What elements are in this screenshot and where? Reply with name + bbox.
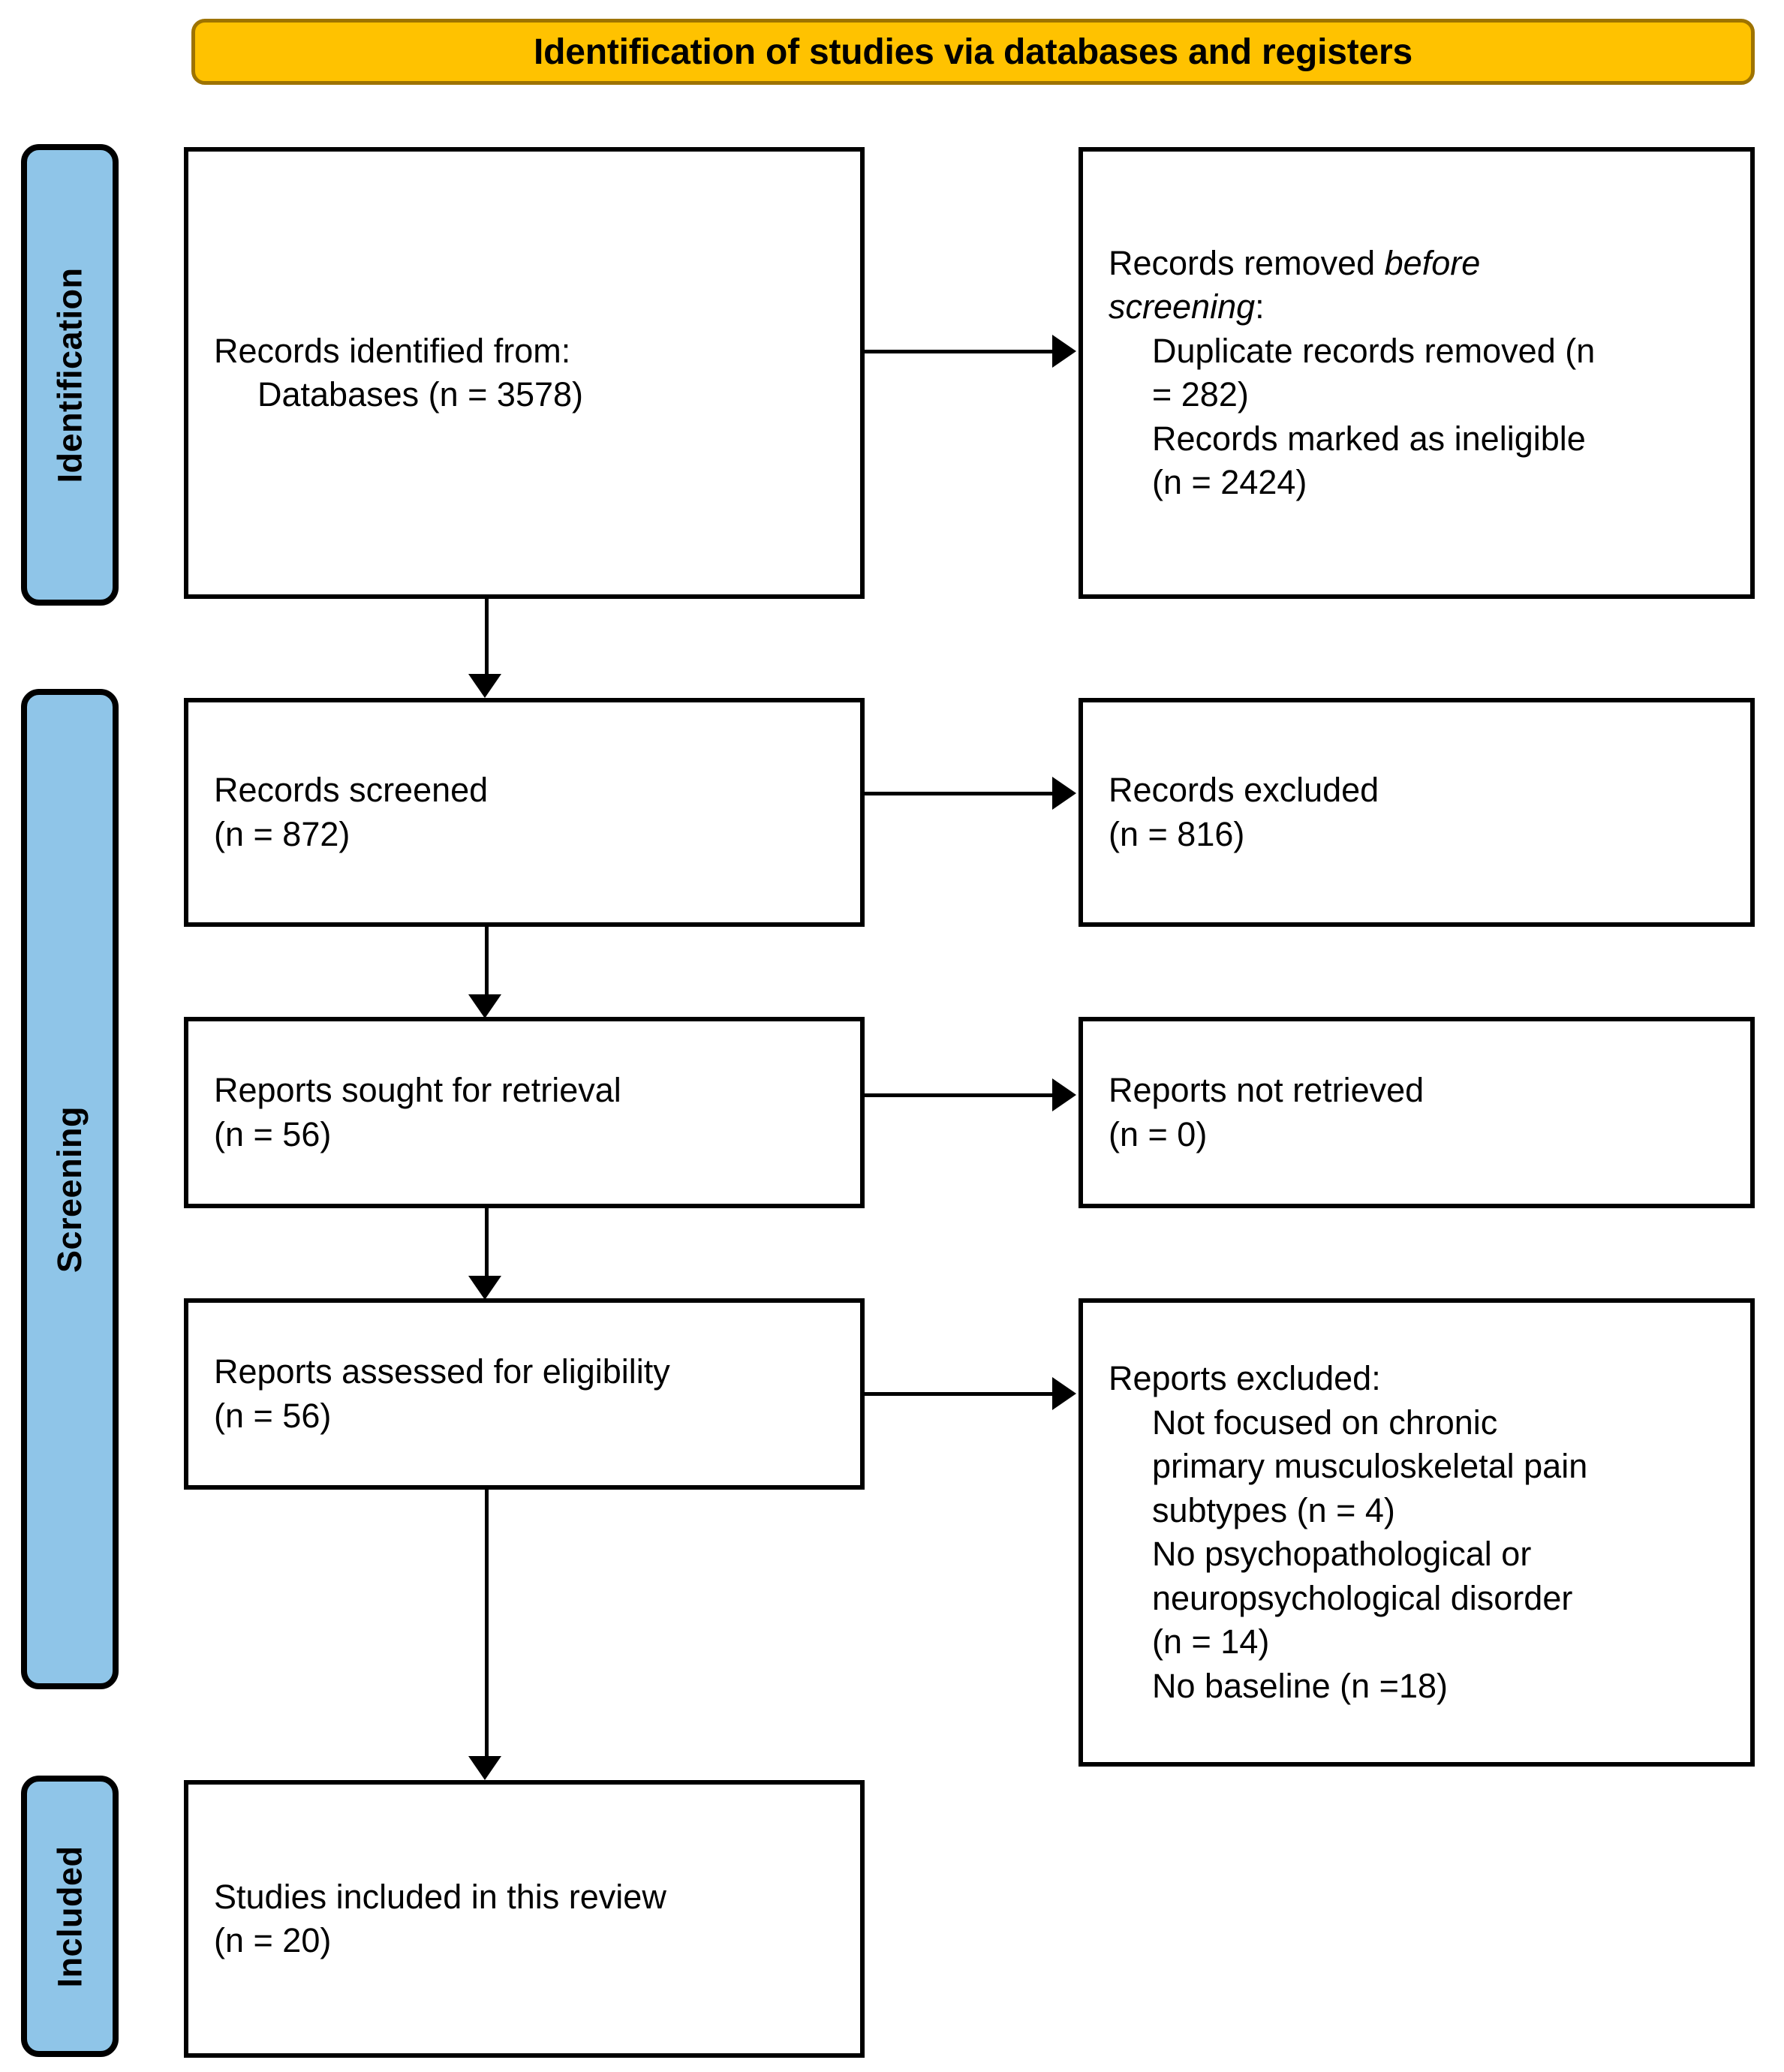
box-reports-sought: Reports sought for retrieval (n = 56) [184,1017,865,1208]
box-line: Studies included in this review [214,1877,666,1916]
box-line: No psychopathological or [1152,1535,1532,1573]
connector-assessed-to-included [485,1490,489,1764]
stage-bar-screening: Screening [21,689,119,1689]
connector-sought-to-not-retrieved [865,1093,1052,1097]
diagram-banner: Identification of studies via databases … [191,19,1755,85]
box-line-italic: screening [1109,287,1256,326]
box-reports-excluded: Reports excluded: Not focused on chronic… [1079,1298,1755,1767]
box-line: Reports sought for retrieval [214,1071,621,1109]
box-line: No baseline (n =18) [1152,1666,1448,1705]
box-line: (n = 56) [214,1396,332,1435]
box-line: (n = 872) [214,814,350,853]
box-line: Records identified from: [214,331,571,370]
box-line: (n = 20) [214,1921,332,1959]
banner-title: Identification of studies via databases … [533,32,1413,72]
connector-sought-to-assessed [485,1208,489,1283]
box-reports-assessed: Reports assessed for eligibility (n = 56… [184,1298,865,1490]
box-line: Records screened [214,771,489,809]
stage-label-included: Included [50,1845,89,1988]
box-line: Records removed before [1109,242,1732,286]
stage-bar-included: Included [21,1776,119,2057]
box-line: subtypes (n = 4) [1152,1490,1395,1529]
box-records-removed: Records removed before screening: Duplic… [1079,147,1755,599]
arrow-assessed-to-included [468,1756,501,1780]
box-line: Reports excluded: [1109,1359,1381,1397]
stage-label-identification: Identification [50,267,89,483]
box-line: (n = 2424) [1152,463,1307,501]
connector-identified-to-screened [485,599,489,681]
arrow-sought-to-assessed [468,1276,501,1300]
box-line: (n = 56) [214,1114,332,1153]
box-reports-not-retrieved: Reports not retrieved (n = 0) [1079,1017,1755,1208]
box-studies-included: Studies included in this review (n = 20) [184,1780,865,2058]
arrow-screened-to-excluded [1052,777,1076,810]
box-records-identified: Records identified from: Databases (n = … [184,147,865,599]
box-line: (n = 14) [1152,1622,1270,1661]
arrow-identified-to-screened [468,674,501,698]
box-line: Duplicate records removed (n [1152,331,1596,370]
box-line: (n = 0) [1109,1114,1208,1153]
arrow-screened-to-sought [468,994,501,1018]
arrow-identified-to-removed [1052,335,1076,368]
box-line: primary musculoskeletal pain [1152,1447,1588,1485]
box-records-excluded: Records excluded (n = 816) [1079,698,1755,927]
box-line: (n = 816) [1109,814,1245,853]
connector-screened-to-sought [485,927,489,1002]
box-line: Records excluded [1109,771,1379,809]
box-line: screening: [1109,285,1732,329]
box-line: Records marked as ineligible [1152,419,1586,458]
box-line-text: : [1255,287,1265,326]
connector-assessed-to-excluded [865,1392,1052,1396]
box-line-italic: before [1384,243,1481,282]
box-line: neuropsychological disorder [1152,1578,1573,1617]
box-records-screened: Records screened (n = 872) [184,698,865,927]
box-line: Reports not retrieved [1109,1071,1424,1109]
box-line: Not focused on chronic [1152,1403,1498,1442]
arrow-assessed-to-excluded [1052,1377,1076,1410]
box-line-text: Records removed [1109,243,1385,282]
box-line: Databases (n = 3578) [257,375,584,413]
stage-label-screening: Screening [50,1105,89,1273]
stage-bar-identification: Identification [21,144,119,606]
box-line: = 282) [1152,375,1249,413]
connector-screened-to-excluded [865,792,1052,795]
box-line: Reports assessed for eligibility [214,1352,670,1391]
connector-identified-to-removed [865,350,1052,353]
arrow-sought-to-not-retrieved [1052,1078,1076,1111]
